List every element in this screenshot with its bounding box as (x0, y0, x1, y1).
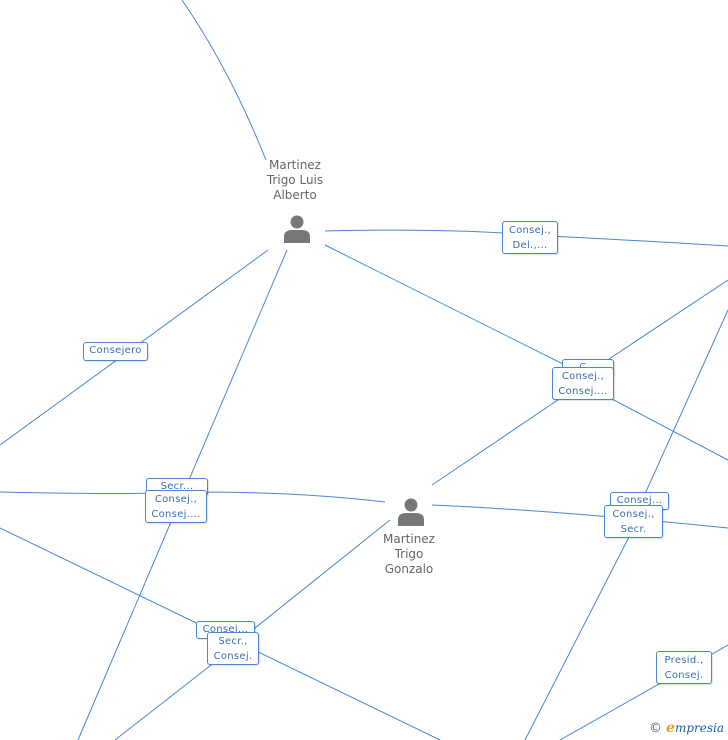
person-name: Martinez Trigo Gonzalo (383, 532, 435, 576)
person-name: Martinez Trigo Luis Alberto (266, 158, 324, 202)
relation-label[interactable]: Consej., Del.,... (502, 221, 558, 254)
edge (239, 519, 391, 641)
edge (114, 661, 216, 740)
relation-label[interactable]: Secr., Consej. (207, 632, 259, 665)
relation-label[interactable]: Consej., Consej.... (145, 490, 207, 523)
relation-label[interactable]: Consejero (83, 342, 148, 361)
edge (529, 234, 728, 247)
edge (431, 504, 728, 529)
relation-label[interactable]: Presid., Consej. (656, 651, 712, 684)
copyright-footer: © empresia (649, 720, 724, 736)
edge (324, 229, 531, 236)
edge (431, 384, 581, 486)
relation-label[interactable]: Consej., Consej.... (552, 367, 614, 400)
edge (524, 534, 631, 740)
edge (0, 527, 216, 633)
edge (609, 397, 728, 461)
edge (181, 0, 267, 161)
copyright-icon: © (649, 720, 663, 736)
person-node-luis[interactable]: Martinez Trigo Luis Alberto (250, 158, 340, 203)
person-icon[interactable] (396, 496, 426, 526)
edge (599, 279, 728, 366)
brand-logo[interactable]: empresia (666, 720, 724, 736)
person-icon[interactable] (282, 213, 312, 243)
person-node-gonzalo[interactable]: Martinez Trigo Gonzalo (364, 532, 454, 577)
edge (639, 309, 728, 506)
edge (324, 244, 586, 376)
edge (249, 647, 441, 740)
relation-label[interactable]: Consej., Secr. (604, 505, 663, 538)
